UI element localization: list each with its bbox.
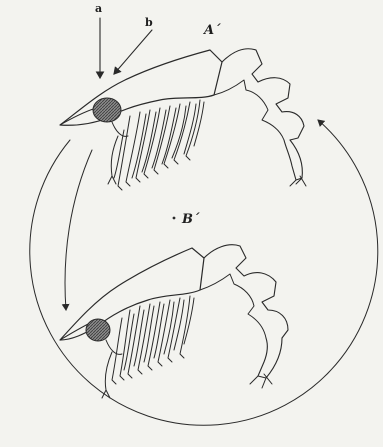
upper-abdomen <box>222 49 304 140</box>
upper-legs <box>114 100 204 190</box>
label-b: b <box>145 17 153 28</box>
transition-arrow <box>65 150 92 310</box>
upper-eye-icon <box>93 98 121 122</box>
arrow-b <box>114 30 152 74</box>
lower-shrimp <box>60 245 288 398</box>
label-upper-figure: A´ <box>204 24 221 37</box>
lower-tail <box>258 338 282 378</box>
marker-dot <box>173 217 176 220</box>
upper-shrimp <box>60 49 306 190</box>
cycle-arc-right <box>30 120 378 425</box>
label-lower-figure: B´ <box>182 213 200 226</box>
upper-tail <box>284 140 302 180</box>
lower-eye-icon <box>86 319 110 341</box>
label-a: a <box>95 3 102 14</box>
